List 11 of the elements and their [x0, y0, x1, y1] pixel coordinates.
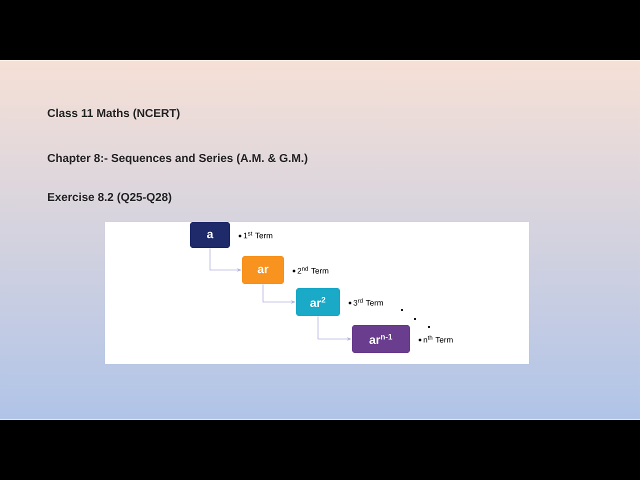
- term-box: ar$^{2}$: [296, 288, 340, 316]
- term-box: ar: [242, 256, 284, 284]
- term-label: n$^{th}$ Term: [424, 335, 453, 343]
- term-box: ar$^{n-1}$: [352, 325, 410, 353]
- heading-text: Exercise 8.2 (Q25-Q28): [48, 192, 172, 204]
- term-label: 3$^{rd}$ Term: [354, 298, 383, 306]
- term-label: 2$^{nd}$ Term: [298, 266, 328, 274]
- heading-text: Class 11 Maths (NCERT): [48, 108, 180, 120]
- heading-text: Chapter 8:- Sequences and Series (A.M. & G.M.): [48, 154, 308, 164]
- term-label: 1$^{st}$ Term: [244, 232, 272, 238]
- term-box: a: [190, 222, 230, 248]
